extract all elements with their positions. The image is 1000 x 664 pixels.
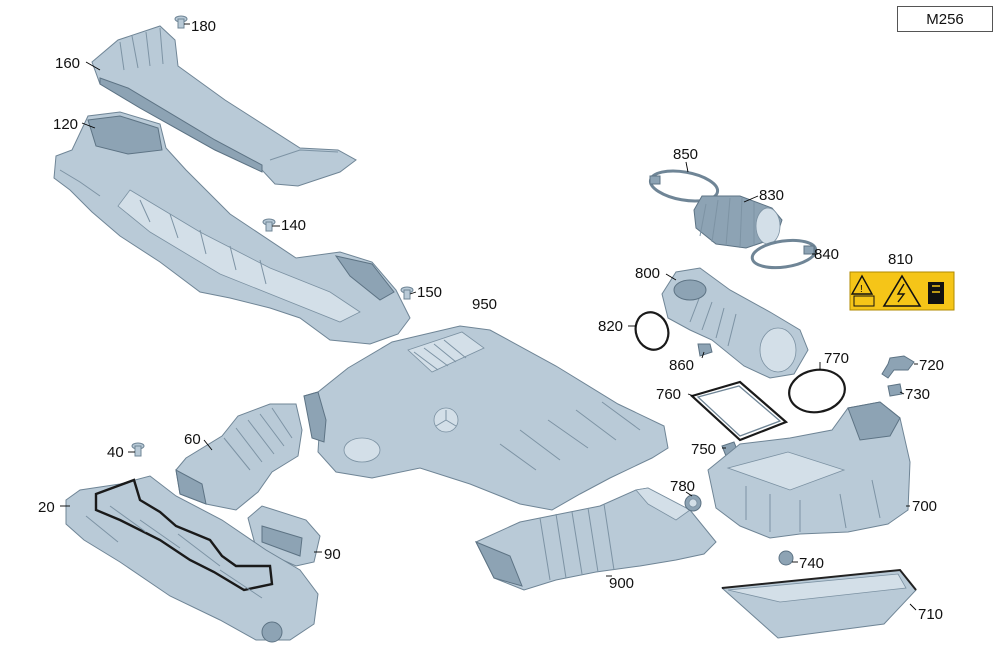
part-830-bellows-hose[interactable]: [693, 195, 783, 249]
part-820-seal-ring[interactable]: [630, 308, 673, 355]
leader-850: [685, 161, 689, 173]
part-140-screw[interactable]: [262, 218, 276, 232]
callout-780: 780: [670, 478, 695, 495]
callout-860: 860: [669, 357, 694, 374]
svg-text:!: !: [860, 284, 863, 295]
callout-850: 850: [673, 146, 698, 163]
callout-120: 120: [53, 116, 78, 133]
leader-150: [409, 291, 417, 295]
callout-140: 140: [281, 217, 306, 234]
part-760-gasket[interactable]: [689, 380, 789, 442]
part-840-clamp[interactable]: [750, 237, 818, 272]
leader-860: [701, 351, 705, 359]
callout-20: 20: [38, 499, 55, 516]
leader-lines: [60, 23, 918, 611]
part-60-intake-hose[interactable]: [175, 403, 303, 511]
leader-160: [85, 61, 101, 71]
callout-740: 740: [799, 555, 824, 572]
leader-120: [81, 122, 96, 129]
part-800-outlet-hose[interactable]: [661, 267, 809, 379]
callout-840: 840: [814, 246, 839, 263]
callout-710: 710: [918, 606, 943, 623]
part-40-screw[interactable]: [131, 442, 145, 457]
callout-800: 800: [635, 265, 660, 282]
part-20-resonator-housing[interactable]: [65, 475, 319, 643]
callout-900: 900: [609, 575, 634, 592]
callout-700: 700: [912, 498, 937, 515]
part-120-air-duct[interactable]: [53, 111, 411, 345]
part-730-grommet[interactable]: [887, 383, 903, 397]
part-180-screw[interactable]: [174, 15, 188, 29]
callout-820: 820: [598, 318, 623, 335]
callout-760: 760: [656, 386, 681, 403]
leader-780: [685, 491, 693, 497]
part-700-filter-housing[interactable]: [707, 401, 911, 539]
leader-710: [909, 603, 917, 611]
callout-60: 60: [184, 431, 201, 448]
part-860-clip[interactable]: [697, 343, 713, 357]
callout-160: 160: [55, 55, 80, 72]
part-950-engine-cover[interactable]: [303, 325, 669, 511]
leader-830: [743, 195, 759, 203]
callout-90: 90: [324, 546, 341, 563]
callout-40: 40: [107, 444, 124, 461]
leader-60: [203, 439, 213, 451]
part-710-filter-element[interactable]: [720, 568, 917, 639]
part-160-duct-panel[interactable]: [91, 25, 357, 187]
callout-720: 720: [919, 357, 944, 374]
callout-810: 810: [888, 251, 913, 268]
callout-150: 150: [417, 284, 442, 301]
leader-730: [899, 391, 905, 395]
part-850-clamp[interactable]: [648, 166, 720, 205]
callout-770: 770: [824, 350, 849, 367]
leader-800: [665, 273, 677, 281]
callout-950: 950: [472, 296, 497, 313]
part-720-sensor[interactable]: [881, 355, 915, 379]
part-780-grommet[interactable]: [684, 494, 702, 512]
part-740-grommet[interactable]: [778, 550, 794, 566]
callout-730: 730: [905, 386, 930, 403]
leader-760: [687, 393, 695, 397]
part-900-intake-duct[interactable]: [474, 487, 717, 591]
callout-750: 750: [691, 441, 716, 458]
part-810-warning-label: !: [849, 271, 955, 311]
callout-180: 180: [191, 18, 216, 35]
callout-830: 830: [759, 187, 784, 204]
part-150-screw[interactable]: [400, 286, 414, 300]
part-770-seal-ring[interactable]: [786, 365, 848, 416]
callout-labels: 180 160 120 140 150 950 60 40 20 90 850 …: [38, 18, 944, 623]
model-code-box: M256: [897, 6, 993, 32]
